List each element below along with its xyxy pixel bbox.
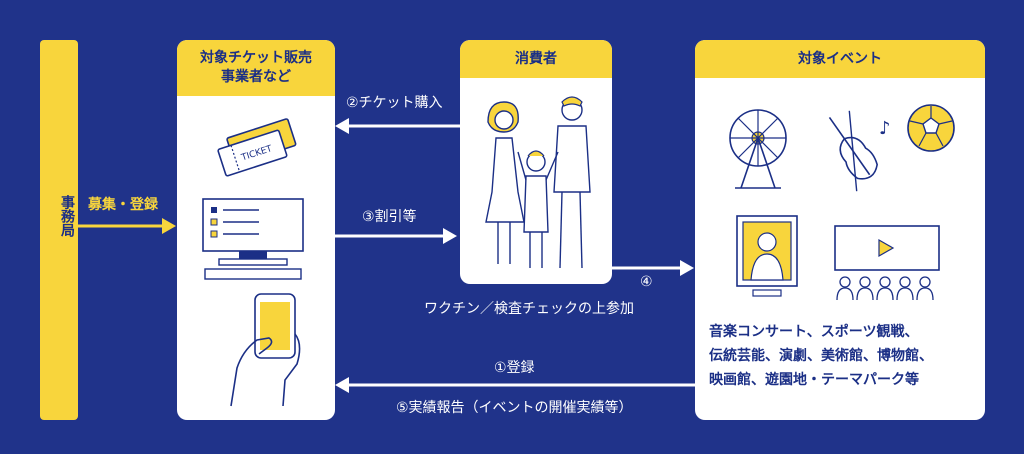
family-icon [485,96,591,269]
step4-arrow [612,260,694,276]
computer-icon [202,198,304,280]
step4-label: ワクチン／検査チェックの上参加 [424,301,634,317]
step4-number: ④ [640,274,653,290]
consumer-title: 消費者 [460,40,612,78]
soccer-ball-icon [907,104,955,152]
painting-icon [736,215,798,297]
event-description: 音楽コンサート、スポーツ観戦、 伝統芸能、演劇、美術館、博物館、 映画館、遊園地… [709,320,985,392]
seller-title-line1: 対象チケット販売 [200,50,312,66]
seller-card: 対象チケット販売 事業者など TICKET [177,40,335,420]
secretariat-label: 事務局 [59,195,75,237]
step1-5-arrow [335,377,695,393]
event-desc-line1: 音楽コンサート、スポーツ観戦、 [709,324,919,340]
event-card: 対象イベント ♪ [695,40,985,420]
step5-label: ⑤実績報告（イベントの開催実績等） [396,400,633,416]
consumer-card: 消費者 [460,40,612,284]
event-title: 対象イベント [695,40,985,78]
step3-arrow [335,228,457,244]
ticket-icon: TICKET [217,118,297,177]
step2-arrow [335,118,461,134]
step1-label: ①登録 [494,360,535,376]
seller-title-line2: 事業者など [221,69,291,85]
secretariat-box: 事務局 [40,40,78,420]
ferris-wheel-icon [729,109,787,189]
music-note-icon: ♪ [879,118,891,139]
cinema-icon [834,225,940,301]
violin-icon: ♪ [828,110,891,192]
step3-label: ③割引等 [362,209,417,225]
recruit-label: 募集・登録 [88,197,158,213]
seller-title: 対象チケット販売 事業者など [177,40,335,96]
recruit-arrow [78,218,176,234]
smartphone-icon [230,293,301,407]
step2-label: ②チケット購入 [346,95,443,111]
event-desc-line2: 伝統芸能、演劇、美術館、博物館、 [709,348,933,364]
event-desc-line3: 映画館、遊園地・テーマパーク等 [709,372,919,388]
